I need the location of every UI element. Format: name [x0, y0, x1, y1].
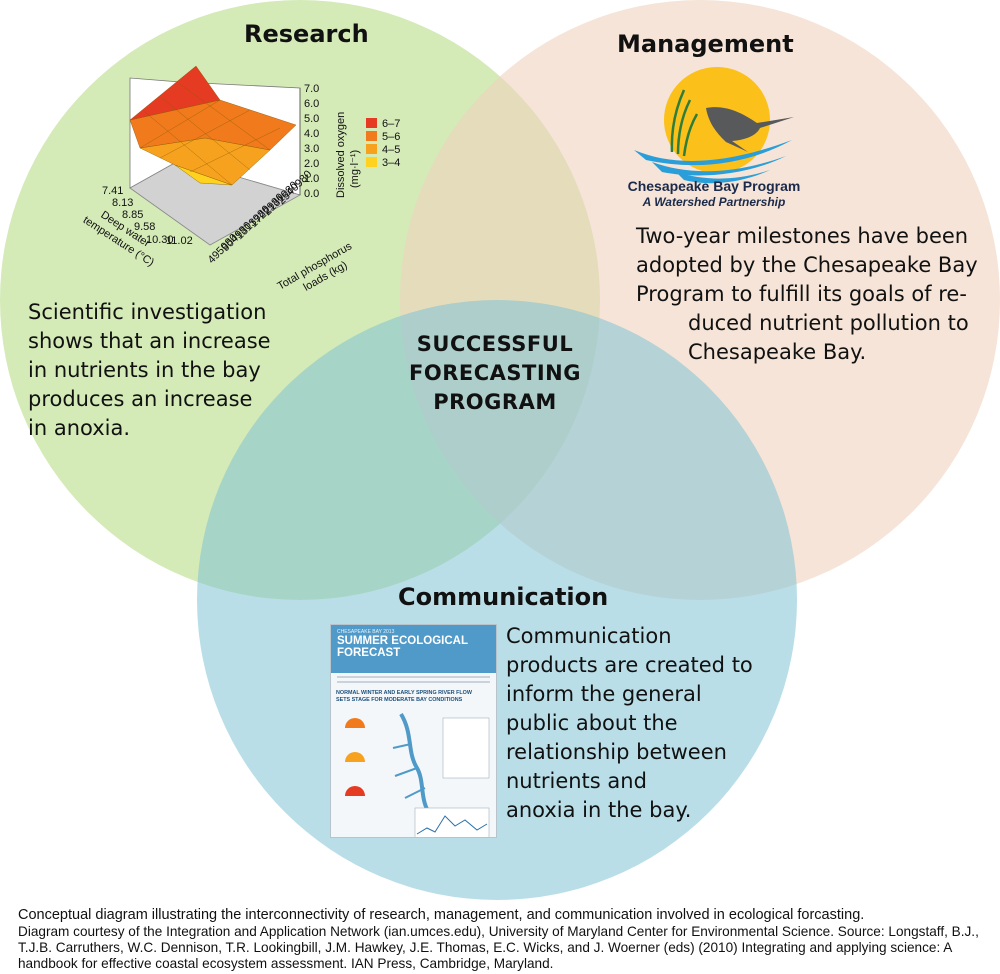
- heron-sun-logo-icon: [634, 67, 794, 184]
- communication-description-line: public about the: [506, 711, 678, 735]
- z-axis-title-line: (mg·l⁻¹): [349, 150, 361, 188]
- figure-caption: Conceptual diagram illustrating the inte…: [18, 906, 993, 972]
- communication-description: Communication products are created to in…: [506, 622, 753, 825]
- logo-tagline: A Watershed Partnership: [642, 195, 786, 209]
- research-title: Research: [244, 20, 369, 48]
- legend-label: 4–5: [382, 144, 400, 156]
- center-label-line: PROGRAM: [433, 390, 557, 414]
- logo-wave: [652, 156, 786, 176]
- z-axis-ticks: 7.0 6.0 5.0 4.0 3.0 2.0 1.0 0.0: [304, 83, 319, 200]
- plot-legend: 6–7 5–6 4–5 3–4: [366, 118, 400, 169]
- forecast-thumbnail-body-text: [331, 676, 496, 683]
- surface-mesh-line: [159, 109, 251, 159]
- dissolved-oxygen-surface-plot: [129, 65, 302, 246]
- z-tick-label: 6.0: [304, 98, 319, 110]
- legend-swatch-4-5: [366, 144, 377, 154]
- forecast-thumbnail-header: CHESAPEAKE BAY 2013 SUMMER ECOLOGICAL FO…: [331, 625, 496, 673]
- surface-mesh-line: [189, 127, 281, 173]
- legend-label: 6–7: [382, 118, 400, 130]
- management-title: Management: [617, 30, 794, 58]
- communication-description-line: nutrients and: [506, 769, 647, 793]
- communication-description-line: anoxia in the bay.: [506, 798, 692, 822]
- communication-description-line: products are created to: [506, 653, 753, 677]
- legend-swatch-3-4: [366, 157, 377, 167]
- surface-band-6-7: [129, 65, 221, 121]
- temperature-tick-label: 8.13: [112, 197, 133, 209]
- thumbnail-chart-line: [416, 815, 488, 835]
- research-description-line: Scientific investigation: [28, 300, 267, 324]
- communication-title: Communication: [398, 583, 609, 611]
- management-description-line: adopted by the Chesapeake Bay: [636, 253, 978, 277]
- logo-marsh-grass: [670, 89, 699, 157]
- surface-mesh-line: [139, 99, 221, 149]
- communication-description-line: relationship between: [506, 740, 727, 764]
- management-description-line: Two-year milestones have been: [636, 224, 969, 248]
- z-axis-title-line: Dissolved oxygen: [335, 112, 347, 198]
- thumbnail-gauge-icon: [345, 718, 365, 728]
- legend-swatch-6-7: [366, 118, 377, 128]
- temperature-axis-ticks: 7.41 8.13 8.85 9.58 10.30 11.02: [102, 185, 193, 247]
- forecast-thumbnail-figures: [345, 712, 490, 837]
- z-axis-title: Dissolved oxygen (mg·l⁻¹): [335, 109, 361, 198]
- research-description-line: in anoxia.: [28, 416, 131, 440]
- management-description-line: Chesapeake Bay.: [688, 340, 867, 364]
- z-tick-label: 5.0: [304, 113, 319, 125]
- logo-wave: [676, 170, 770, 184]
- center-label-line: FORECASTING: [409, 361, 581, 385]
- z-tick-label: 0.0: [304, 188, 319, 200]
- legend-label: 3–4: [382, 157, 400, 169]
- thumbnail-gauge-icon: [345, 752, 365, 762]
- temperature-tick-label: 10.30: [146, 234, 174, 246]
- communication-description-line: inform the general: [506, 682, 702, 706]
- surface-mesh-line: [144, 111, 233, 186]
- research-description-line: in nutrients in the bay: [28, 358, 261, 382]
- temperature-tick-label: 7.41: [102, 185, 123, 197]
- z-tick-label: 2.0: [304, 158, 319, 170]
- research-description: Scientific investigation shows that an i…: [28, 298, 271, 443]
- forecast-thumbnail-kicker: CHESAPEAKE BAY 2013: [337, 629, 395, 635]
- forecast-thumbnail-title-line: SUMMER ECOLOGICAL: [337, 635, 468, 647]
- thumbnail-bay-map: [399, 712, 433, 818]
- temperature-tick-label: 11.02: [166, 235, 193, 247]
- z-tick-label: 4.0: [304, 128, 319, 140]
- research-description-line: produces an increase: [28, 387, 253, 411]
- z-tick-label: 7.0: [304, 83, 319, 95]
- legend-label: 5–6: [382, 131, 400, 143]
- temperature-tick-label: 8.85: [122, 209, 143, 221]
- caption-title: Conceptual diagram illustrating the inte…: [18, 907, 865, 923]
- surface-mesh-line: [161, 97, 251, 171]
- forecast-thumbnail-headline-line: SETS STAGE FOR MODERATE BAY CONDITIONS: [336, 697, 463, 703]
- management-description-line: duced nutrient pollution to: [688, 311, 969, 335]
- management-description: Two-year milestones have been adopted by…: [636, 222, 978, 367]
- z-tick-label: 3.0: [304, 143, 319, 155]
- thumbnail-text-block: [442, 717, 490, 779]
- logo-wave: [634, 140, 792, 166]
- forecast-thumbnail-headline-line: NORMAL WINTER AND EARLY SPRING RIVER FLO…: [336, 690, 472, 696]
- management-description-line: Program to fulfill its goals of re-: [636, 282, 967, 306]
- research-description-line: shows that an increase: [28, 329, 271, 353]
- thumbnail-gauge-icon: [345, 786, 365, 796]
- legend-swatch-5-6: [366, 131, 377, 141]
- logo-heron: [706, 107, 794, 152]
- center-label-line: SUCCESSFUL: [416, 332, 574, 356]
- logo-name: Chesapeake Bay Program: [627, 178, 801, 194]
- z-tick-label: 1.0: [304, 173, 319, 185]
- temperature-tick-label: 9.58: [134, 221, 155, 233]
- forecast-thumbnail: CHESAPEAKE BAY 2013 SUMMER ECOLOGICAL FO…: [330, 624, 497, 838]
- caption-credits: Diagram courtesy of the Integration and …: [18, 924, 979, 971]
- center-label: SUCCESSFUL FORECASTING PROGRAM: [370, 330, 620, 417]
- surface-mesh-line: [179, 83, 271, 151]
- forecast-thumbnail-title-line: FORECAST: [337, 647, 401, 659]
- communication-description-line: Communication: [506, 624, 672, 648]
- thumbnail-bay-tributary: [392, 743, 426, 799]
